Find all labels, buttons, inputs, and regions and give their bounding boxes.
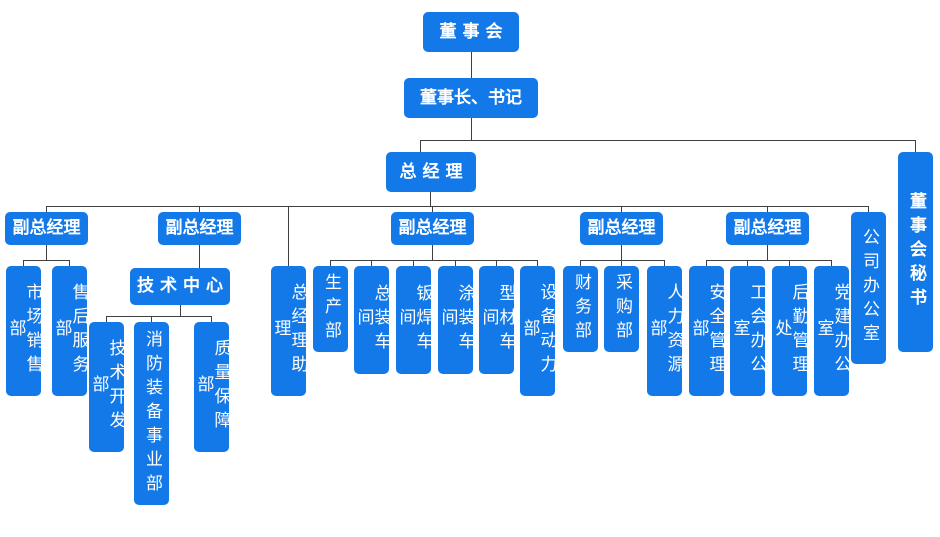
connector-tc-to-tech-dev (106, 316, 107, 322)
connector-gm-assistant-stem (288, 212, 289, 266)
node-tech-center[interactable]: 技术中心 (130, 268, 230, 305)
connector-vp3-stem (432, 245, 433, 260)
node-purchasing[interactable]: 采购部 (604, 266, 639, 352)
node-assembly[interactable]: 总装车间 (354, 266, 391, 374)
connector-tc-to-quality (211, 316, 212, 322)
connector-vp3-to-profile (496, 260, 497, 266)
node-general-manager[interactable]: 总经理 (386, 152, 476, 192)
connector-board-to-chairman (471, 52, 472, 78)
connector-vp4-to-hr (664, 260, 665, 266)
connector-bus-to-vp2 (199, 206, 200, 212)
node-quality[interactable]: 质量保障部 (194, 322, 231, 452)
node-fire-equip[interactable]: 消防装备事业部 (134, 322, 169, 505)
node-painting[interactable]: 涂装车间 (438, 266, 475, 374)
connector-bus-to-vp3 (432, 206, 433, 212)
connector-vp1-bus (23, 260, 69, 261)
connector-vp4-to-purchasing (621, 260, 622, 266)
connector-vp5-to-party-office (831, 260, 832, 266)
node-finance[interactable]: 财务部 (563, 266, 598, 352)
node-union-office[interactable]: 工会办公室 (730, 266, 767, 396)
connector-vp4-bus (580, 260, 664, 261)
connector-vp4-stem (621, 245, 622, 260)
connector-chairman-bus (420, 140, 915, 141)
connector-vp5-to-union-office (747, 260, 748, 266)
node-gm-assistant[interactable]: 总经理助理 (271, 266, 308, 396)
node-logistics[interactable]: 后勤管理处 (772, 266, 809, 396)
node-equip-power[interactable]: 设备动力部 (520, 266, 557, 396)
connector-vp3-to-production (330, 260, 331, 266)
connector-gm-stem (430, 192, 431, 206)
connector-bus-to-gm-assistant (288, 206, 289, 212)
connector-vp5-to-logistics (789, 260, 790, 266)
node-vp1[interactable]: 副总经理 (5, 212, 88, 245)
connector-chairman-stem (471, 118, 472, 140)
connector-vp3-to-equip-power (537, 260, 538, 266)
node-after-sales[interactable]: 售后服务部 (52, 266, 89, 396)
connector-bus-to-company-office (868, 206, 869, 212)
node-vp5[interactable]: 副总经理 (726, 212, 809, 245)
node-chairman[interactable]: 董事长、书记 (404, 78, 538, 118)
node-party-office[interactable]: 党建办公室 (814, 266, 851, 396)
connector-vp4-to-finance (580, 260, 581, 266)
connector-bus-to-vp1 (46, 206, 47, 212)
node-profile[interactable]: 型材车间 (479, 266, 516, 374)
node-vp4[interactable]: 副总经理 (580, 212, 663, 245)
node-market-sales[interactable]: 市场销售部 (6, 266, 43, 396)
connector-vp5-stem (767, 245, 768, 260)
node-welding[interactable]: 钣焊车间 (396, 266, 433, 374)
connector-vp3-to-welding (413, 260, 414, 266)
node-tech-dev[interactable]: 技术开发部 (89, 322, 126, 452)
connector-vp5-to-safety (706, 260, 707, 266)
connector-tc-to-fire-equip (151, 316, 152, 322)
connector-tech-center-bus (106, 316, 211, 317)
node-company-office[interactable]: 公司办公室 (851, 212, 886, 364)
node-vp2[interactable]: 副总经理 (158, 212, 241, 245)
connector-bus-to-board-secretary (915, 140, 916, 152)
connector-gm-bus (46, 206, 868, 207)
connector-vp2-to-tech-center (199, 245, 200, 268)
node-board[interactable]: 董事会 (423, 12, 519, 52)
connector-bus-to-gm (420, 140, 421, 152)
connector-bus-to-vp5 (767, 206, 768, 212)
connector-vp1-to-after-sales (69, 260, 70, 266)
connector-vp3-bus (330, 260, 537, 261)
node-safety[interactable]: 安全管理部 (689, 266, 726, 396)
node-board-secretary[interactable]: 董事会秘书 (898, 152, 933, 352)
connector-vp1-stem (46, 245, 47, 260)
connector-vp3-to-assembly (371, 260, 372, 266)
node-production[interactable]: 生产部 (313, 266, 348, 352)
connector-bus-to-vp4 (621, 206, 622, 212)
connector-vp5-bus (706, 260, 831, 261)
connector-tech-center-stem (180, 305, 181, 316)
connector-vp3-to-painting (455, 260, 456, 266)
node-vp3[interactable]: 副总经理 (391, 212, 474, 245)
connector-vp1-to-market-sales (23, 260, 24, 266)
node-hr[interactable]: 人力资源部 (647, 266, 684, 396)
